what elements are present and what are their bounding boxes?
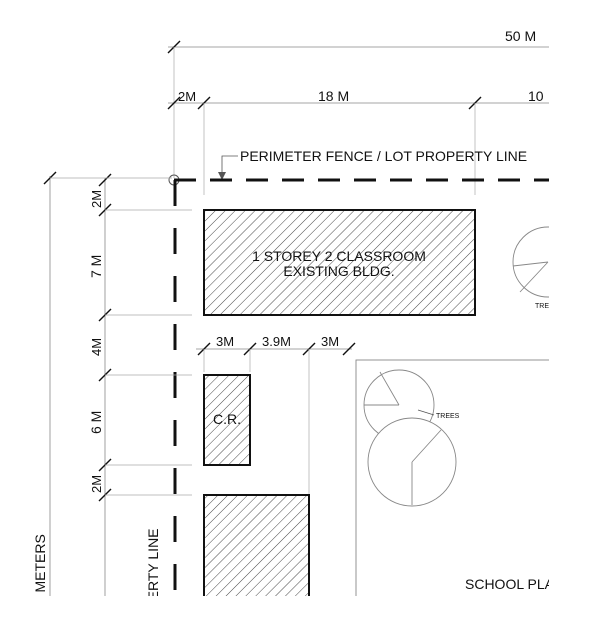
property-line-label: PROPERTY LINE <box>145 528 161 627</box>
fence-leader-line <box>221 155 238 178</box>
overall-width-label: 50 M <box>505 28 536 44</box>
tree-upper-right <box>512 226 549 298</box>
school-playground-area <box>355 359 549 596</box>
top-setback-label: 2M <box>89 190 104 208</box>
cr-width-label: 3.9M <box>262 334 291 349</box>
cr-offset-label: 3M <box>216 334 234 349</box>
building-depth-label: 7 M <box>88 255 104 278</box>
gap-4m-label: 4M <box>89 338 104 356</box>
trees-label: TREES <box>436 413 460 420</box>
side-setback-label: 2M <box>178 89 196 104</box>
gap-2m-label: 2M <box>89 475 104 493</box>
comfort-room-label: C.R. <box>213 411 241 427</box>
overall-depth-label: 60 METERS <box>32 534 48 612</box>
comfort-room-building <box>203 374 251 466</box>
school-area-label: SCHOOL PLAYGROUND <box>465 576 609 592</box>
lower-building <box>203 494 310 596</box>
building-label-line1: 1 STOREY 2 CLASSROOM <box>252 248 426 264</box>
building-label-line2: EXISTING BLDG. <box>283 263 394 279</box>
building-width-label: 18 M <box>318 88 349 104</box>
tree-mid-2 <box>367 417 457 507</box>
fence-label: PERIMETER FENCE / LOT PROPERTY LINE <box>240 148 527 164</box>
existing-classroom-building <box>203 209 476 316</box>
cr-gap-label: 3M <box>321 334 339 349</box>
cr-depth-label: 6 M <box>88 411 104 434</box>
right-segment-label: 10 <box>528 88 544 104</box>
trees-label-upper: TREES <box>535 303 559 310</box>
